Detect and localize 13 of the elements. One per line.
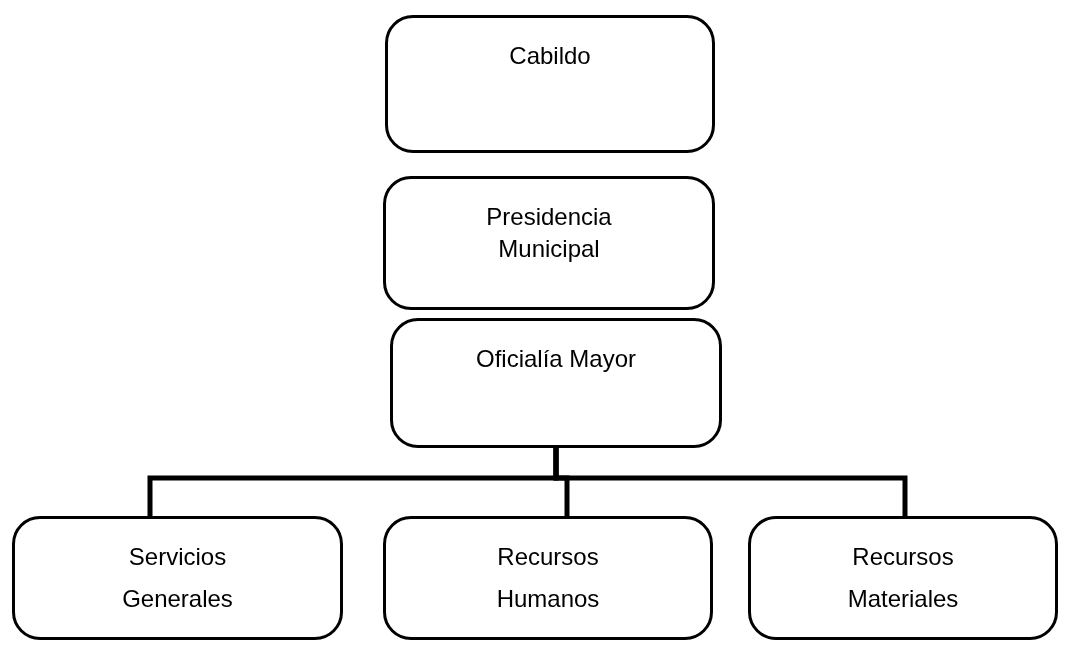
org-unit-box — [748, 516, 1058, 640]
org-unit-box — [12, 516, 343, 640]
connector-line — [553, 448, 908, 516]
org-unit-box — [390, 318, 722, 448]
unit-name: Cabildo — [509, 41, 591, 71]
org-unit-box — [383, 176, 715, 310]
unit-name: Recursos Humanos — [495, 542, 601, 614]
unit-name: Servicios Generales — [121, 542, 234, 614]
org-unit-box — [385, 15, 715, 153]
unit-name: Presidencia Municipal — [485, 202, 613, 265]
unit-name: Oficialía Mayor — [475, 344, 636, 374]
org-unit-box — [383, 516, 713, 640]
unit-name: Recursos Materiales — [846, 542, 960, 614]
